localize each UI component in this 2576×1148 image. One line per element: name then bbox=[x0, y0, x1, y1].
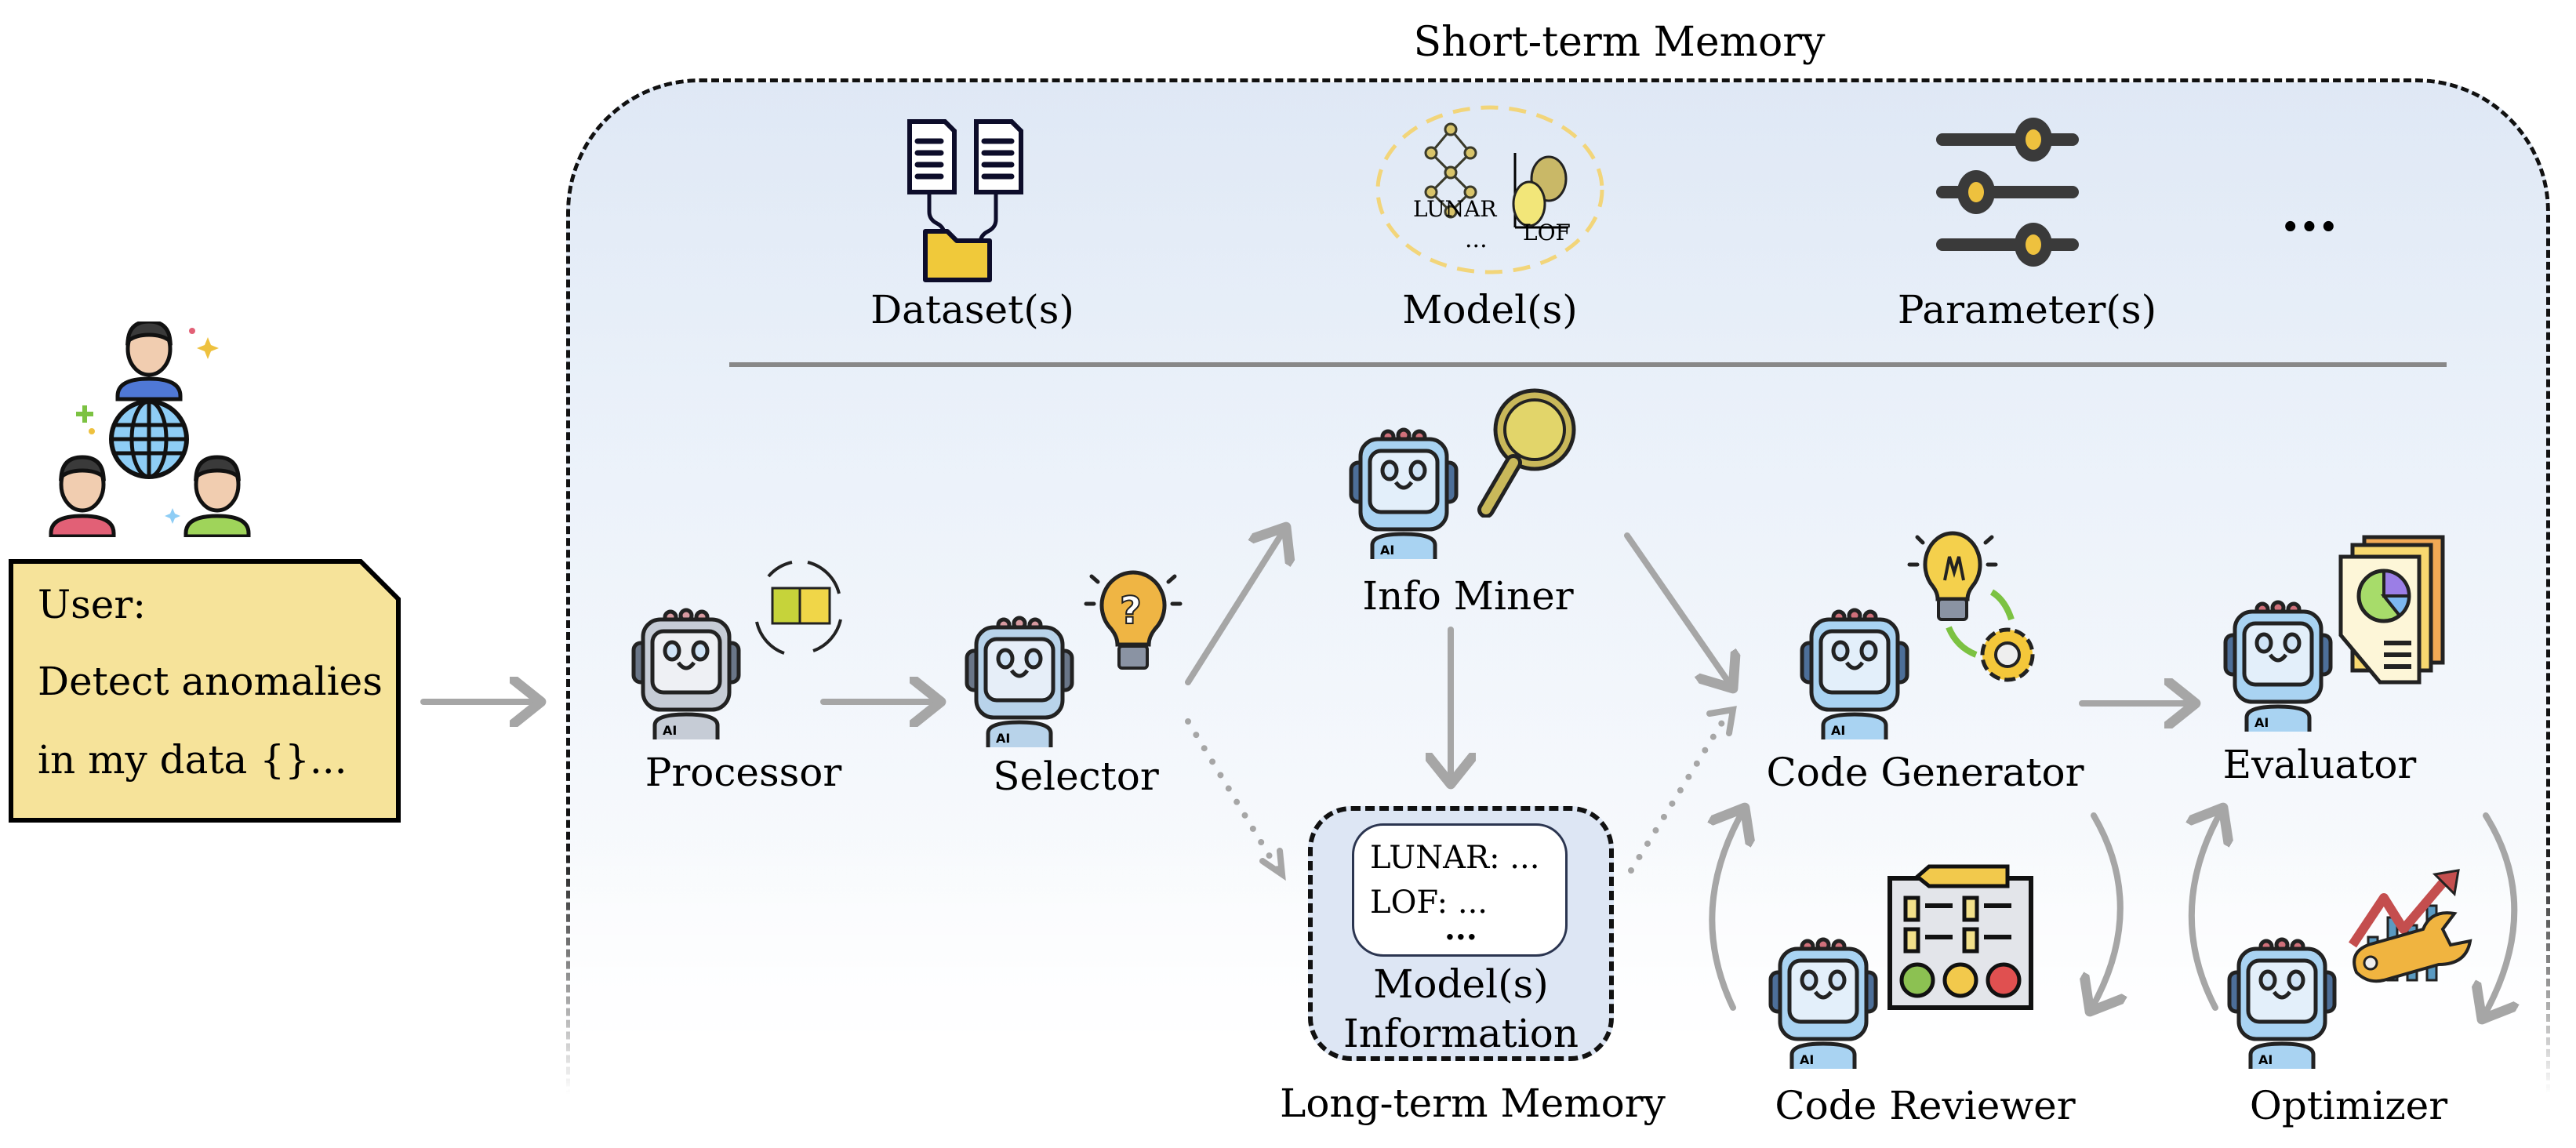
parameter-label: Parameter(s) bbox=[1897, 287, 2157, 332]
svg-text:?: ? bbox=[1120, 589, 1142, 633]
model-label: Model(s) bbox=[1402, 287, 1578, 332]
arrow-evaluator-to-optimizer bbox=[2482, 812, 2514, 1019]
robot-icon: AI bbox=[1800, 608, 1909, 739]
processor-label: Processor bbox=[645, 750, 842, 795]
info-miner-agent: AI bbox=[1345, 384, 1596, 565]
growth-wrench-icon bbox=[2349, 869, 2472, 983]
arrow-selector-to-info-miner bbox=[1185, 527, 1286, 685]
models-icon-ellipsis: ... bbox=[1465, 226, 1488, 253]
checklist-icon bbox=[1887, 864, 2033, 1010]
svg-text:AI: AI bbox=[1380, 543, 1394, 558]
ltm-entry-more: ... bbox=[1444, 910, 1477, 947]
robot-icon: AI bbox=[2223, 600, 2333, 732]
models-icon-lunar: LUNAR bbox=[1413, 196, 1497, 222]
models-icon-lof: LOF bbox=[1523, 220, 1571, 245]
evaluator-label: Evaluator bbox=[2222, 742, 2417, 787]
dotted-arrow-memory-to-code-generator bbox=[1628, 714, 1728, 874]
models-icon bbox=[1375, 105, 1604, 274]
user-request-note: User: Detect anomalies in my data {}... bbox=[8, 558, 401, 823]
dataset-memory-item bbox=[902, 118, 1043, 282]
user-group bbox=[43, 319, 263, 539]
puzzle-cycle-icon bbox=[755, 561, 842, 655]
robot-icon: AI bbox=[965, 616, 1074, 747]
processor-agent: AI bbox=[627, 553, 842, 741]
code-reviewer-label: Code Reviewer bbox=[1775, 1083, 2076, 1128]
arrow-info-miner-to-code-generator bbox=[1624, 532, 1733, 688]
parameter-memory-item bbox=[1933, 118, 2082, 267]
code-generator-label: Code Generator bbox=[1766, 750, 2084, 795]
selector-label: Selector bbox=[993, 754, 1159, 799]
selector-agent: AI ? bbox=[961, 565, 1196, 747]
user-label: User: bbox=[38, 582, 147, 627]
more-memory-items-ellipsis: ... bbox=[2280, 179, 2338, 244]
user-request-line-1: Detect anomalies bbox=[38, 659, 383, 704]
model-info-card: LUNAR: ... LOF: ... ... bbox=[1352, 823, 1568, 957]
info-miner-label: Info Miner bbox=[1362, 573, 1574, 619]
bulb-gear-icon bbox=[1907, 531, 2035, 682]
memory-divider bbox=[729, 362, 2447, 367]
svg-text:AI: AI bbox=[1800, 1052, 1814, 1067]
code-reviewer-agent: AI bbox=[1764, 863, 2047, 1069]
user-request-line-2: in my data {}... bbox=[38, 737, 347, 783]
ltm-box-title-1: Model(s) bbox=[1373, 961, 1549, 1007]
sliders-icon bbox=[1936, 118, 2079, 267]
ltm-entry-lof: LOF: ... bbox=[1370, 885, 1488, 921]
dotted-arrow-selector-to-memory bbox=[1185, 718, 1281, 874]
svg-text:AI: AI bbox=[996, 731, 1010, 746]
arrow-reviewer-to-code-generator bbox=[1712, 808, 1745, 1011]
long-term-memory-title: Long-term Memory bbox=[1280, 1081, 1666, 1126]
svg-text:AI: AI bbox=[2258, 1052, 2273, 1067]
arrow-optimizer-to-evaluator bbox=[2192, 808, 2223, 1011]
evaluator-agent: AI bbox=[2219, 533, 2462, 737]
robot-icon: AI bbox=[1349, 427, 1459, 559]
magnifier-icon bbox=[1477, 388, 1576, 518]
ltm-entry-lunar: LUNAR: ... bbox=[1370, 840, 1540, 876]
ltm-box-title-2: Information bbox=[1342, 1011, 1579, 1056]
optimizer-agent: AI bbox=[2223, 863, 2482, 1069]
svg-text:AI: AI bbox=[663, 723, 677, 738]
robot-icon: AI bbox=[1768, 937, 1878, 1069]
arrow-code-generator-to-reviewer bbox=[2090, 812, 2120, 1012]
question-bulb-icon: ? bbox=[1084, 570, 1183, 670]
robot-icon: AI bbox=[2227, 937, 2337, 1069]
long-term-memory-box: LUNAR: ... LOF: ... ... Model(s) Informa… bbox=[1308, 806, 1614, 1061]
svg-text:AI: AI bbox=[1831, 723, 1845, 738]
optimizer-label: Optimizer bbox=[2249, 1083, 2448, 1128]
users-globe-icon bbox=[49, 319, 251, 539]
svg-text:AI: AI bbox=[2254, 715, 2269, 730]
code-generator-agent: AI bbox=[1780, 525, 2062, 745]
report-chart-icon bbox=[2338, 535, 2445, 685]
robot-icon: AI bbox=[631, 608, 741, 739]
dataset-label: Dataset(s) bbox=[870, 287, 1074, 332]
dataset-folder-icon bbox=[907, 119, 1023, 282]
model-memory-item: LUNAR LOF ... bbox=[1372, 102, 1608, 278]
short-term-memory-title: Short-term Memory bbox=[1413, 19, 1826, 66]
